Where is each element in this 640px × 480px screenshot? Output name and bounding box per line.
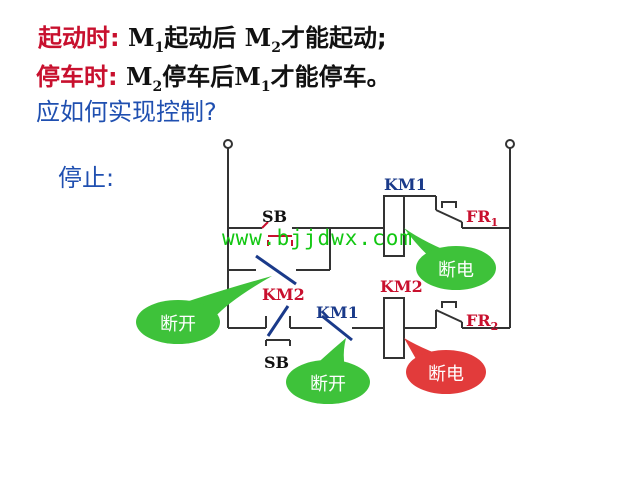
question-text: 应如何实现控制? — [36, 98, 217, 126]
m1-symbol: M1 — [127, 23, 165, 56]
km2-contact-label: KM2 — [262, 285, 305, 304]
callout-right-bottom-off — [404, 338, 486, 394]
stop-label: 停止: — [58, 164, 115, 192]
stop-text-1: 停车后 — [162, 63, 235, 91]
header-line-2: 停车时: M2停车后M1才能停车。 — [36, 57, 391, 95]
wires — [227, 148, 511, 329]
watermark: www.bjjdwx.com — [222, 226, 414, 250]
callout-right-bottom-text: 断电 — [428, 364, 464, 385]
sb-top-label: SB — [262, 207, 287, 226]
km2-coil-label: KM2 — [380, 277, 423, 296]
km1-contact — [321, 314, 353, 342]
km2-coil — [383, 297, 405, 359]
callout-mid-text: 断开 — [310, 374, 346, 395]
terminal-left — [223, 139, 233, 149]
km1-coil — [383, 195, 405, 257]
m2-symbol-2: M2 — [125, 62, 163, 95]
sb-bottom-slash — [266, 305, 290, 337]
callout-right-top-off — [404, 228, 496, 290]
km1-contact-label: KM1 — [316, 303, 359, 322]
callout-left-text: 断开 — [160, 314, 196, 335]
fr1-label: FR1 — [466, 207, 498, 229]
start-text-1: 起动后 — [164, 24, 237, 52]
fr2-label: FR2 — [466, 311, 498, 333]
sb-bottom-label: SB — [264, 353, 289, 372]
fr2-contact — [435, 301, 463, 328]
terminal-right — [505, 139, 515, 149]
callout-left-open — [136, 276, 272, 344]
start-text-2: 才能起动; — [280, 24, 387, 52]
m2-symbol: M2 — [244, 23, 281, 56]
km1-coil-label: KM1 — [384, 175, 427, 194]
stop-car-label: 停车时: — [36, 63, 118, 91]
callout-mid-open — [286, 338, 370, 404]
m1-symbol-2: M1 — [234, 62, 271, 95]
start-label: 起动时: — [38, 24, 120, 52]
fr1-contact — [435, 196, 463, 228]
callout-right-top-text: 断电 — [438, 260, 474, 281]
sb-top-button — [261, 221, 293, 246]
km2-contact — [255, 254, 297, 286]
stop-text-2: 才能停车。 — [270, 63, 391, 91]
header-line-1: 起动时: M1起动后 M2才能起动; — [38, 18, 387, 56]
sb-bottom-button — [265, 316, 291, 346]
